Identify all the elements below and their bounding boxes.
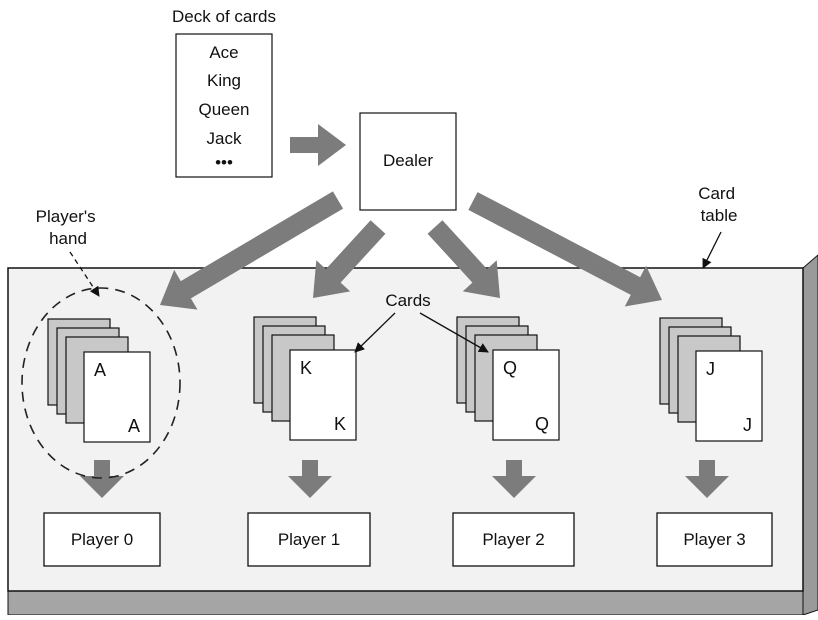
player-3: Player 3 [657,513,772,566]
card-rank-bottom: A [128,416,140,436]
player-label: Player 2 [482,530,544,549]
card-table-front-edge [8,591,803,615]
deck-to-dealer-arrow [290,124,346,166]
players-hand-label-line2: hand [49,229,87,248]
card-table-label-line2: table [701,206,738,225]
players-hand-label: Player's hand [36,207,101,248]
player-label: Player 1 [278,530,340,549]
dealer: Dealer [360,113,456,210]
players-hand-label-line1: Player's [36,207,96,226]
deck-item: Ace [209,43,238,62]
card-table-side [803,255,818,615]
deck-item: King [207,71,241,90]
cards-label: Cards [385,291,430,310]
card-table-label-line1: Card [698,184,735,203]
card-rank-top: A [94,360,106,380]
card-rank-bottom: K [334,414,346,434]
deck-title: Deck of cards [172,7,276,26]
deck-item: Jack [207,129,242,148]
card-rank-top: K [300,358,312,378]
dealer-label: Dealer [383,151,433,170]
card-rank-bottom: Q [535,414,549,434]
card-rank-top: J [706,359,715,379]
player-2: Player 2 [453,513,574,566]
card-rank-top: Q [503,358,517,378]
card-rank-bottom: J [743,415,752,435]
deck-item: Queen [198,100,249,119]
card-table-label: Card table [698,184,740,225]
player-label: Player 3 [683,530,745,549]
deck-item: ••• [215,153,233,172]
player-0: Player 0 [44,513,160,566]
player-label: Player 0 [71,530,133,549]
player-1: Player 1 [248,513,370,566]
card-table-pointer [703,232,721,268]
